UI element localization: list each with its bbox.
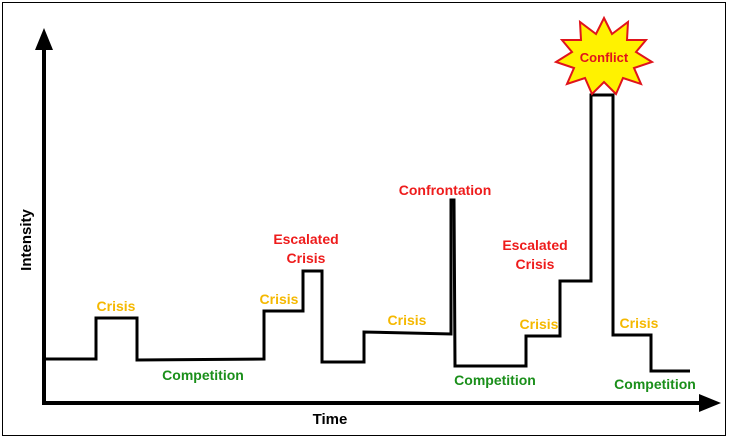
label-competition-3: Competition <box>614 376 696 392</box>
label-conflict: Conflict <box>580 50 629 65</box>
label-escalated-1-line1: Escalated <box>273 231 338 247</box>
label-crisis-1: Crisis <box>97 298 136 314</box>
y-axis-arrow <box>35 28 53 50</box>
label-escalated-2-line1: Escalated <box>502 237 567 253</box>
intensity-line <box>44 93 690 373</box>
label-competition-1: Competition <box>162 367 244 383</box>
conflict-burst <box>553 15 655 96</box>
label-escalated-2-line2: Crisis <box>516 256 555 272</box>
x-axis-label: Time <box>313 411 348 428</box>
label-crisis-4: Crisis <box>520 316 559 332</box>
label-escalated-1-line2: Crisis <box>287 250 326 266</box>
x-axis-arrow <box>699 394 721 412</box>
label-crisis-2: Crisis <box>260 291 299 307</box>
y-axis-label: Intensity <box>18 209 35 271</box>
label-competition-2: Competition <box>454 372 536 388</box>
label-confrontation: Confrontation <box>399 182 492 198</box>
label-crisis-3: Crisis <box>388 312 427 328</box>
label-crisis-5: Crisis <box>620 315 659 331</box>
